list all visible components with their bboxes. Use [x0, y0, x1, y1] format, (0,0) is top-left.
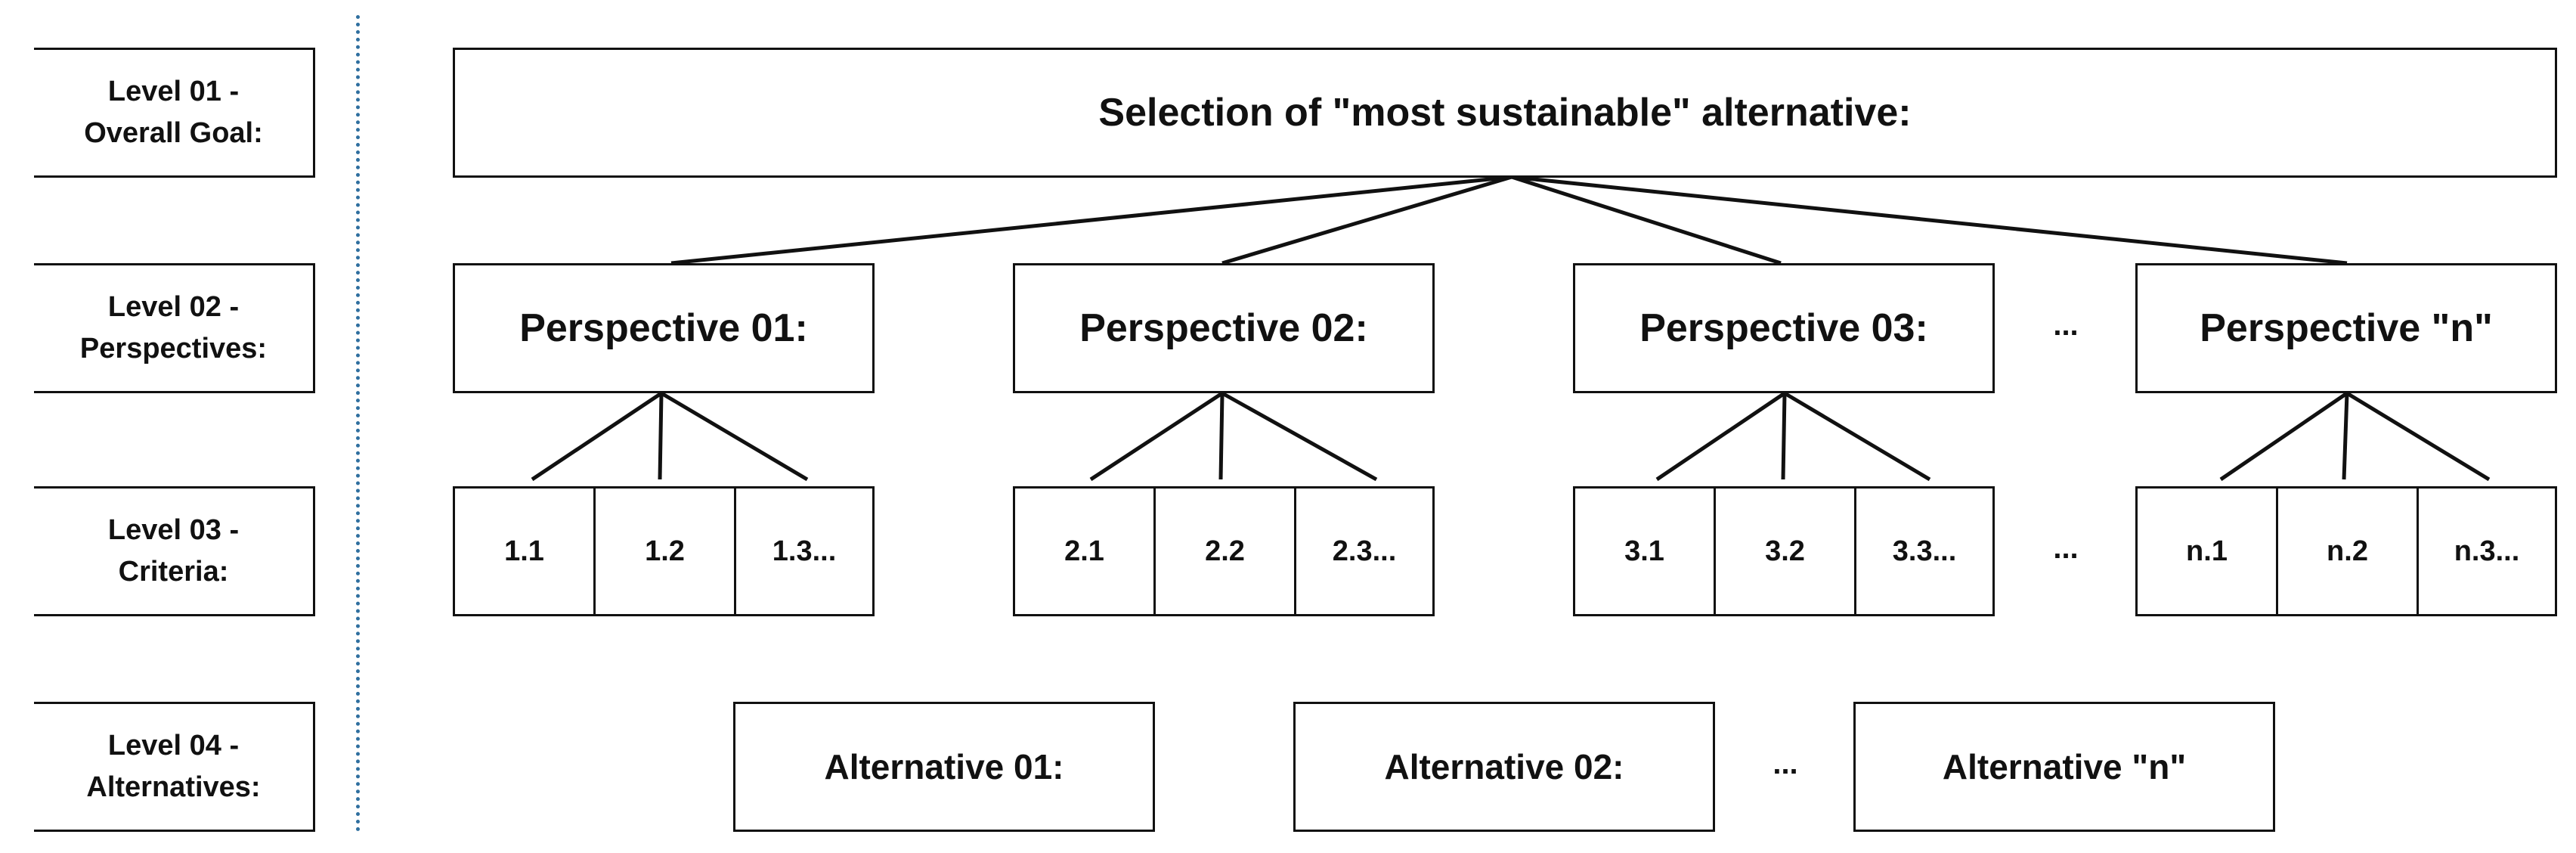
criterion-2-1: 2.1	[1013, 486, 1156, 616]
level-01-line1: Level 01 -	[107, 75, 240, 107]
goal-box: Selection of "most sustainable" alternat…	[453, 48, 2557, 178]
alternative-02-box: Alternative 02:	[1293, 702, 1715, 832]
p2-to-c22	[1218, 392, 1225, 480]
criterion-label: 2.1	[1064, 535, 1104, 567]
level-04-label: Level 04 - Alternatives:	[34, 702, 315, 832]
level-03-label: Level 03 - Criteria:	[34, 486, 315, 616]
criterion-label: 3.2	[1765, 535, 1805, 567]
criterion-n-3: n.3...	[2417, 486, 2557, 616]
perspective-02-label: Perspective 02:	[1079, 306, 1368, 350]
criterion-2-2: 2.2	[1153, 486, 1296, 616]
perspective-01-box: Perspective 01:	[453, 263, 875, 393]
level-03-line1: Level 03 -	[107, 513, 240, 546]
p2-to-c21	[1089, 391, 1224, 482]
goal-to-perspective-01	[670, 175, 1512, 265]
goal-text: Selection of "most sustainable" alternat…	[1098, 91, 1912, 135]
criterion-label: n.3...	[2454, 535, 2520, 567]
level-03-line2: Criteria:	[118, 556, 229, 588]
level-02-line2: Perspectives:	[79, 333, 268, 364]
p3-to-c32	[1781, 392, 1787, 480]
criterion-3-3: 3.3...	[1854, 486, 1995, 616]
perspective-n-box: Perspective "n"	[2135, 263, 2557, 393]
criterion-n-2: n.2	[2276, 486, 2419, 616]
level-divider	[356, 15, 360, 832]
alternatives-ellipsis: ...	[1773, 747, 1798, 780]
perspective-03-label: Perspective 03:	[1639, 306, 1928, 350]
pn-to-cn1	[2219, 391, 2348, 482]
criterion-1-2: 1.2	[593, 486, 736, 616]
alternative-01-box: Alternative 01:	[733, 702, 1155, 832]
level-04-line2: Alternatives:	[86, 771, 261, 803]
p1-to-c11	[531, 391, 663, 482]
criterion-label: 1.2	[645, 535, 685, 567]
perspective-01-label: Perspective 01:	[519, 306, 808, 350]
criterion-label: 3.3...	[1892, 535, 1957, 567]
criterion-label: 1.1	[504, 535, 544, 567]
criterion-3-1: 3.1	[1573, 486, 1716, 616]
alternative-n-box: Alternative "n"	[1853, 702, 2275, 832]
perspective-n-label: Perspective "n"	[2200, 306, 2493, 350]
criterion-label: 2.3...	[1332, 535, 1397, 567]
pn-to-cn3	[2345, 391, 2491, 482]
p3-to-c33	[1783, 391, 1931, 482]
perspective-02-box: Perspective 02:	[1013, 263, 1435, 393]
level-01-line2: Overall Goal:	[84, 117, 263, 149]
level-02-line1: Level 02 -	[107, 290, 240, 323]
criterion-3-2: 3.2	[1714, 486, 1856, 616]
goal-to-perspective-03	[1511, 175, 1782, 265]
criterion-label: 3.1	[1624, 535, 1664, 567]
level-04-line1: Level 04 -	[107, 729, 240, 761]
criterion-label: n.1	[2186, 535, 2228, 567]
goal-to-perspective-02	[1221, 175, 1512, 265]
criteria-ellipsis: ...	[2053, 532, 2079, 565]
criterion-2-3: 2.3...	[1294, 486, 1435, 616]
p1-to-c12	[658, 392, 664, 480]
alternative-01-label: Alternative 01:	[824, 747, 1064, 786]
perspective-03-box: Perspective 03:	[1573, 263, 1995, 393]
perspectives-ellipsis: ...	[2053, 309, 2079, 342]
level-01-label: Level 01 - Overall Goal:	[34, 48, 315, 178]
alternative-02-label: Alternative 02:	[1384, 747, 1624, 786]
criterion-1-1: 1.1	[453, 486, 596, 616]
p3-to-c31	[1655, 391, 1786, 482]
criterion-label: n.2	[2327, 535, 2368, 567]
criterion-label: 2.2	[1205, 535, 1245, 567]
p1-to-c13	[660, 391, 809, 482]
goal-to-perspective-n	[1511, 175, 2348, 265]
criterion-n-1: n.1	[2135, 486, 2278, 616]
criterion-1-3: 1.3...	[734, 486, 875, 616]
p2-to-c23	[1221, 391, 1378, 482]
pn-to-cn2	[2342, 392, 2349, 480]
level-02-label: Level 02 - Perspectives:	[34, 263, 315, 393]
alternative-n-label: Alternative "n"	[1942, 747, 2187, 786]
criterion-label: 1.3...	[772, 535, 837, 567]
